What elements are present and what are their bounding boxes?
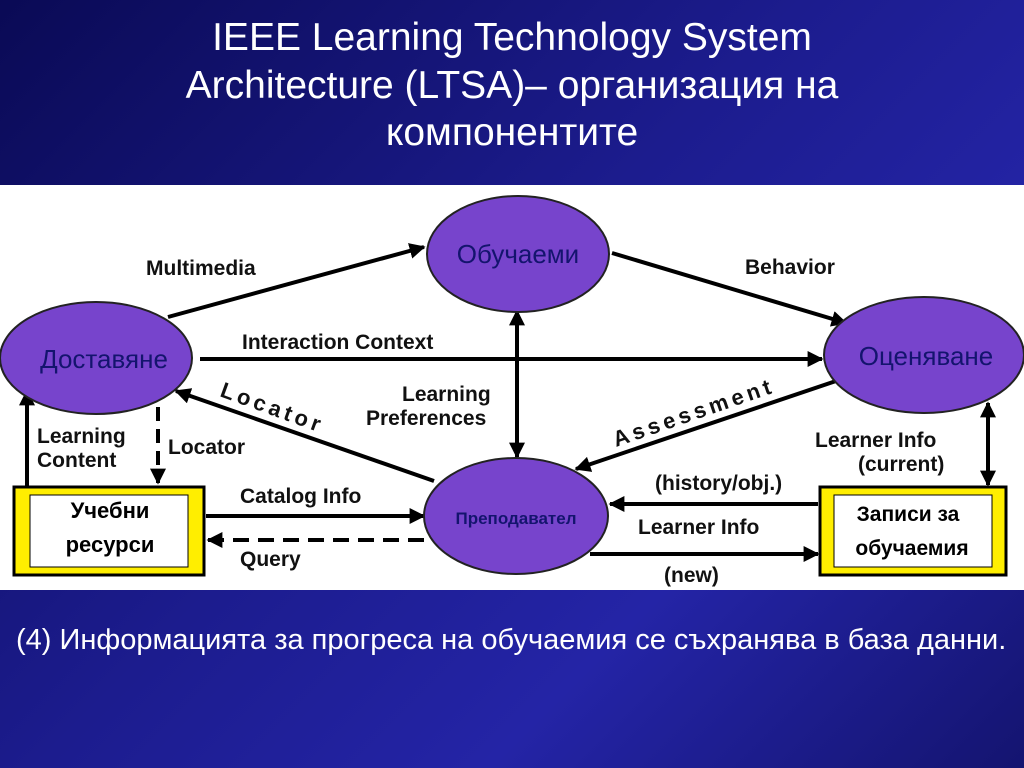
- title-line-1: IEEE Learning Technology System: [212, 16, 812, 59]
- ltsa-diagram: Multimedia Behavior Interaction Context …: [0, 195, 1024, 587]
- label-learner-info-current-2: (current): [858, 453, 944, 476]
- label-locator-vertical: Locator: [168, 436, 245, 459]
- label-query: Query: [240, 548, 301, 571]
- node-delivery-label: Доставяне: [40, 344, 168, 374]
- node-coach: Преподавател: [423, 457, 609, 575]
- label-interaction-context: Interaction Context: [242, 331, 433, 354]
- node-evaluation: Оценяване: [823, 296, 1024, 414]
- store-learning-resources: Учебни ресурси: [12, 485, 206, 577]
- store-learner-records-label-2: обучаемия: [855, 537, 968, 560]
- behavior-arrow: [611, 251, 848, 327]
- label-learning-content-1: Learning: [37, 425, 126, 448]
- label-assessment: Assessment: [609, 373, 778, 452]
- label-learner-info-current-1: Learner Info: [815, 429, 936, 452]
- flow-arrows: [19, 243, 996, 562]
- label-history-obj: (history/obj.): [655, 472, 782, 495]
- multimedia-arrow: [167, 243, 426, 319]
- label-learning-preferences-2: Preferences: [366, 407, 486, 430]
- slide-title: IEEE Learning Technology System Architec…: [0, 14, 1024, 157]
- store-learning-resources-label-2: ресурси: [66, 532, 155, 557]
- store-learner-records: Записи за обучаемия: [818, 485, 1008, 577]
- label-learning-content-2: Content: [37, 449, 116, 472]
- assessment-arrow: [574, 379, 837, 472]
- node-delivery: Доставяне: [0, 301, 193, 415]
- store-learner-records-label-1: Записи за: [857, 503, 960, 526]
- label-learning-preferences-1: Learning: [402, 383, 491, 406]
- title-line-2: Architecture (LTSA)– организация на: [185, 63, 839, 107]
- node-learner-label: Обучаеми: [457, 239, 579, 269]
- label-locator-diagonal: Locator: [217, 377, 328, 438]
- node-coach-label: Преподавател: [456, 509, 577, 528]
- node-learner: Обучаеми: [426, 195, 610, 313]
- label-multimedia: Multimedia: [146, 257, 256, 280]
- label-learner-info: Learner Info: [638, 516, 759, 539]
- slide-caption: (4) Информацията за прогреса на обучаеми…: [16, 624, 1007, 656]
- label-catalog-info: Catalog Info: [240, 485, 361, 508]
- store-learning-resources-label-1: Учебни: [71, 498, 150, 523]
- locator-diagonal-arrow: [174, 388, 435, 483]
- node-evaluation-label: Оценяване: [859, 341, 994, 371]
- title-line-3: компонентите: [385, 111, 639, 155]
- ltsa-diagram-panel: Multimedia Behavior Interaction Context …: [0, 185, 1024, 590]
- label-behavior: Behavior: [745, 256, 835, 279]
- label-new: (new): [664, 564, 719, 587]
